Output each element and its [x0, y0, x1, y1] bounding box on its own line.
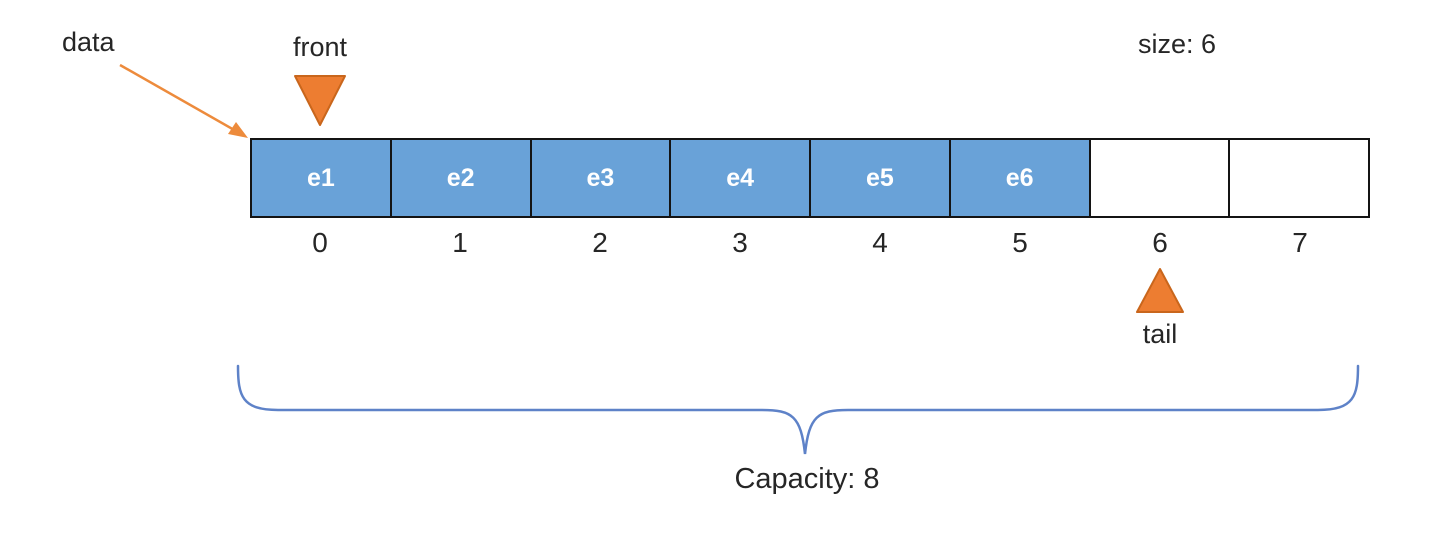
- front-label: front: [292, 32, 348, 62]
- front-pointer-icon: [294, 75, 346, 126]
- array-cell: e2: [391, 140, 532, 216]
- capacity-brace-icon: [236, 364, 1360, 455]
- array-cell: e4: [671, 140, 811, 216]
- data-label: data: [62, 27, 115, 57]
- tail-label: tail: [1142, 319, 1178, 349]
- array-cell: e3: [531, 140, 672, 216]
- index-row: 0 1 2 3 4 5 6 7: [250, 227, 1370, 259]
- array-cell: e6: [950, 140, 1091, 216]
- array-cell: [1230, 140, 1368, 216]
- cell-index: 7: [1292, 227, 1308, 258]
- tail-pointer-icon: [1136, 268, 1184, 313]
- cell-index: 4: [872, 227, 888, 258]
- cell-index: 1: [452, 227, 468, 258]
- array-cell: [1090, 140, 1231, 216]
- capacity-label: Capacity: 8: [734, 463, 880, 495]
- cell-index: 3: [732, 227, 748, 258]
- array-cell: e5: [811, 140, 951, 216]
- arrow-icon: [119, 63, 248, 138]
- cell-index: 6: [1152, 227, 1168, 258]
- cell-index: 2: [592, 227, 608, 258]
- cell-index: 0: [312, 227, 328, 258]
- size-label: size: 6: [1138, 29, 1217, 59]
- cell-index: 5: [1012, 227, 1028, 258]
- array-cell: e1: [252, 140, 392, 216]
